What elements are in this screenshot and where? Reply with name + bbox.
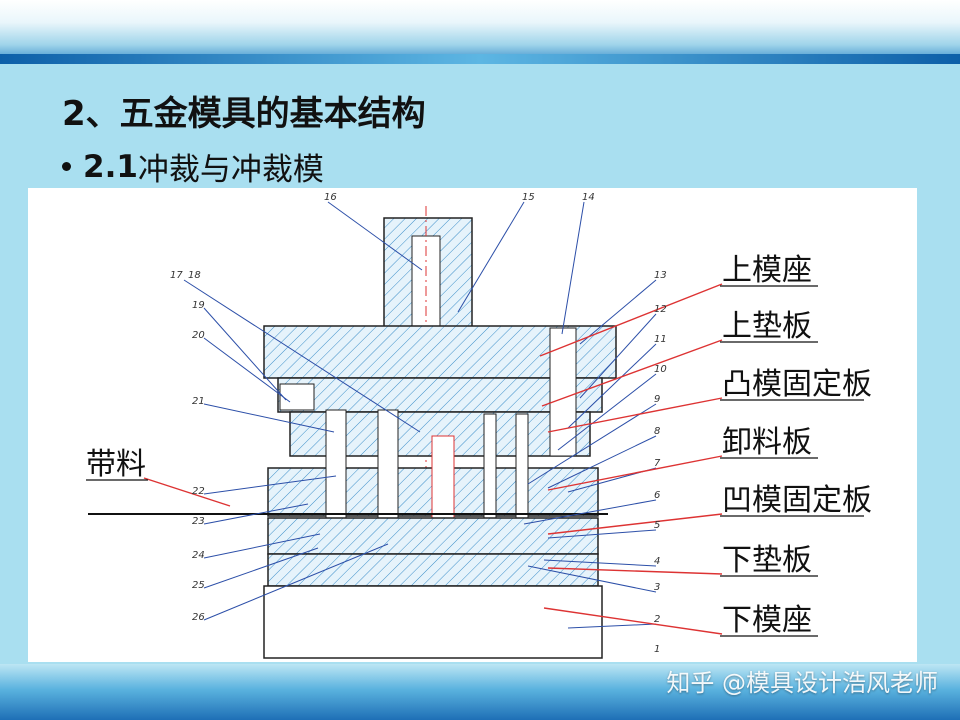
- part-number: 16: [324, 192, 337, 203]
- part-number: 5: [654, 520, 660, 531]
- part-number: 19: [192, 300, 205, 311]
- label-stripper-plate: 卸料板: [722, 425, 812, 460]
- part-number: 9: [654, 394, 660, 405]
- label-punch-holder: 凸模固定板: [722, 367, 872, 402]
- part-number: 2: [654, 614, 660, 625]
- punch: [377, 409, 399, 529]
- part-number: 24: [192, 550, 205, 561]
- side-screw-pocket: [279, 383, 315, 411]
- part-number: 21: [192, 396, 205, 407]
- lower-die-base: [263, 585, 603, 659]
- part-number: 10: [654, 364, 667, 375]
- bullet-text: 冲裁与冲裁模: [137, 152, 324, 188]
- label-strip: 带料: [86, 447, 146, 482]
- label-die-holder: 凹模固定板: [722, 483, 872, 518]
- part-number: 7: [654, 458, 661, 469]
- punch: [515, 413, 529, 535]
- part-number: 18: [188, 270, 201, 281]
- part-number: 17: [170, 270, 183, 281]
- part-number: 26: [192, 612, 205, 623]
- lower-backing-plate: [267, 553, 599, 587]
- part-number: 12: [654, 304, 667, 315]
- part-number: 14: [582, 192, 595, 203]
- part-number: 13: [654, 270, 667, 281]
- label-underlines: [86, 285, 864, 637]
- part-number: 4: [654, 556, 660, 567]
- die-drawing: 上模座 上垫板 凸模固定板 卸料板 凹模固定板 下垫板 下模座 带料 16 15…: [86, 192, 872, 659]
- leader-lines: [183, 201, 657, 629]
- part-number: 22: [192, 486, 205, 497]
- part-number: 8: [654, 426, 660, 437]
- label-leader-lines: [143, 283, 723, 635]
- label-lower-die-base: 下模座: [722, 603, 812, 638]
- part-number: 25: [192, 580, 205, 591]
- bullet-item: 2.1 冲裁与冲裁模: [62, 144, 324, 189]
- part-number: 11: [654, 334, 667, 345]
- die-structure-diagram: 上模座 上垫板 凸模固定板 卸料板 凹模固定板 下垫板 下模座 带料 16 15…: [28, 188, 917, 662]
- header-decoration-band: [0, 0, 960, 64]
- guide-bolt: [549, 327, 577, 457]
- part-number: 23: [192, 516, 205, 527]
- slide-title: 2、五金模具的基本结构: [62, 94, 426, 134]
- label-upper-die-base: 上模座: [722, 253, 812, 288]
- part-number: 6: [654, 490, 660, 501]
- bullet-dot-icon: [62, 162, 71, 171]
- label-upper-backing-plate: 上垫板: [722, 309, 812, 344]
- part-number: 15: [522, 192, 535, 203]
- footer-decoration-band: [0, 664, 960, 720]
- part-number: 1: [654, 644, 660, 655]
- part-number: 3: [654, 582, 660, 593]
- bullet-number: 2.1: [83, 148, 138, 185]
- label-lower-backing-plate: 下垫板: [722, 543, 812, 578]
- part-number: 20: [192, 330, 205, 341]
- watermark: 知乎 @模具设计浩风老师: [666, 669, 938, 697]
